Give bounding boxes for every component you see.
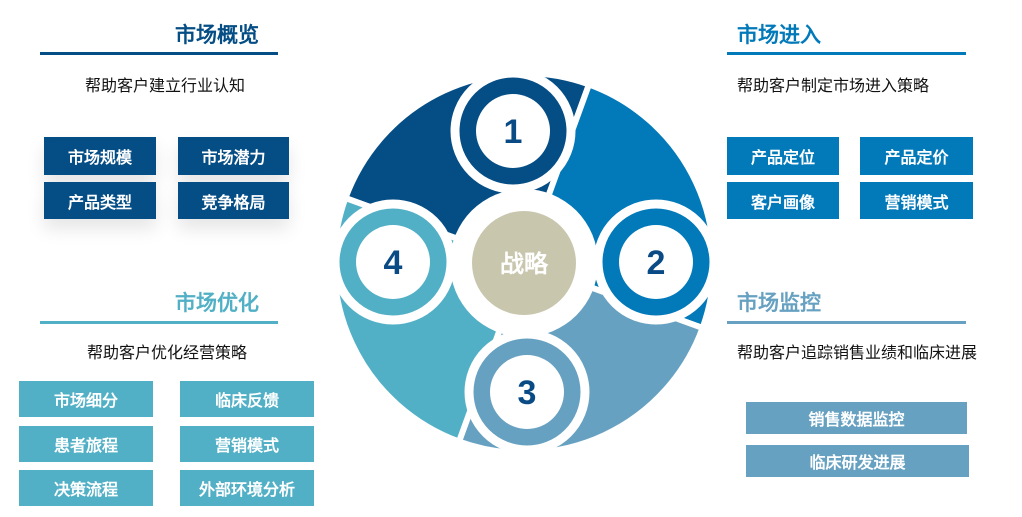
optimize-item[interactable]: 临床反馈 [180, 381, 314, 417]
step-4-number: 4 [384, 244, 403, 282]
step-2-number: 2 [647, 244, 666, 282]
monitor-subtitle: 帮助客户追踪销售业绩和临床进展 [737, 343, 978, 362]
overview-title: 市场概览 [175, 23, 259, 47]
optimize-item[interactable]: 市场细分 [19, 381, 153, 417]
outer-mask [254, 0, 794, 517]
step-4-badge [356, 225, 430, 299]
center-circle [472, 211, 576, 315]
optimize-item[interactable]: 营销模式 [180, 426, 314, 462]
overview-item[interactable]: 市场潜力 [178, 137, 289, 175]
step-1-number: 1 [504, 113, 523, 151]
entry-divider [727, 52, 966, 55]
entry-item[interactable]: 产品定位 [727, 137, 839, 175]
monitor-item[interactable]: 销售数据监控 [746, 402, 967, 434]
optimize-item[interactable]: 决策流程 [19, 470, 153, 506]
monitor-divider [727, 321, 966, 324]
overview-item[interactable]: 产品类型 [44, 182, 156, 219]
monitor-item[interactable]: 临床研发进展 [746, 445, 969, 477]
center-label: 战略 [500, 250, 549, 278]
optimize-subtitle: 帮助客户优化经营策略 [87, 343, 248, 362]
overview-divider [40, 52, 278, 55]
optimize-title: 市场优化 [175, 291, 259, 315]
entry-item[interactable]: 营销模式 [860, 182, 973, 219]
overview-item[interactable]: 市场规模 [44, 137, 156, 175]
overview-item[interactable]: 竞争格局 [178, 182, 289, 219]
optimize-item[interactable]: 患者旅程 [19, 426, 153, 462]
optimize-item[interactable]: 外部环境分析 [180, 470, 314, 506]
entry-title: 市场进入 [737, 23, 821, 47]
monitor-title: 市场监控 [737, 291, 821, 315]
step-2-badge [619, 225, 693, 299]
step-3-number: 3 [518, 374, 537, 412]
optimize-divider [40, 321, 278, 324]
entry-item[interactable]: 客户画像 [727, 182, 839, 219]
step-1-badge [476, 94, 550, 168]
overview-subtitle: 帮助客户建立行业认知 [85, 76, 246, 95]
entry-subtitle: 帮助客户制定市场进入策略 [737, 76, 930, 95]
step-3-badge [490, 355, 564, 429]
entry-item[interactable]: 产品定价 [860, 137, 973, 175]
